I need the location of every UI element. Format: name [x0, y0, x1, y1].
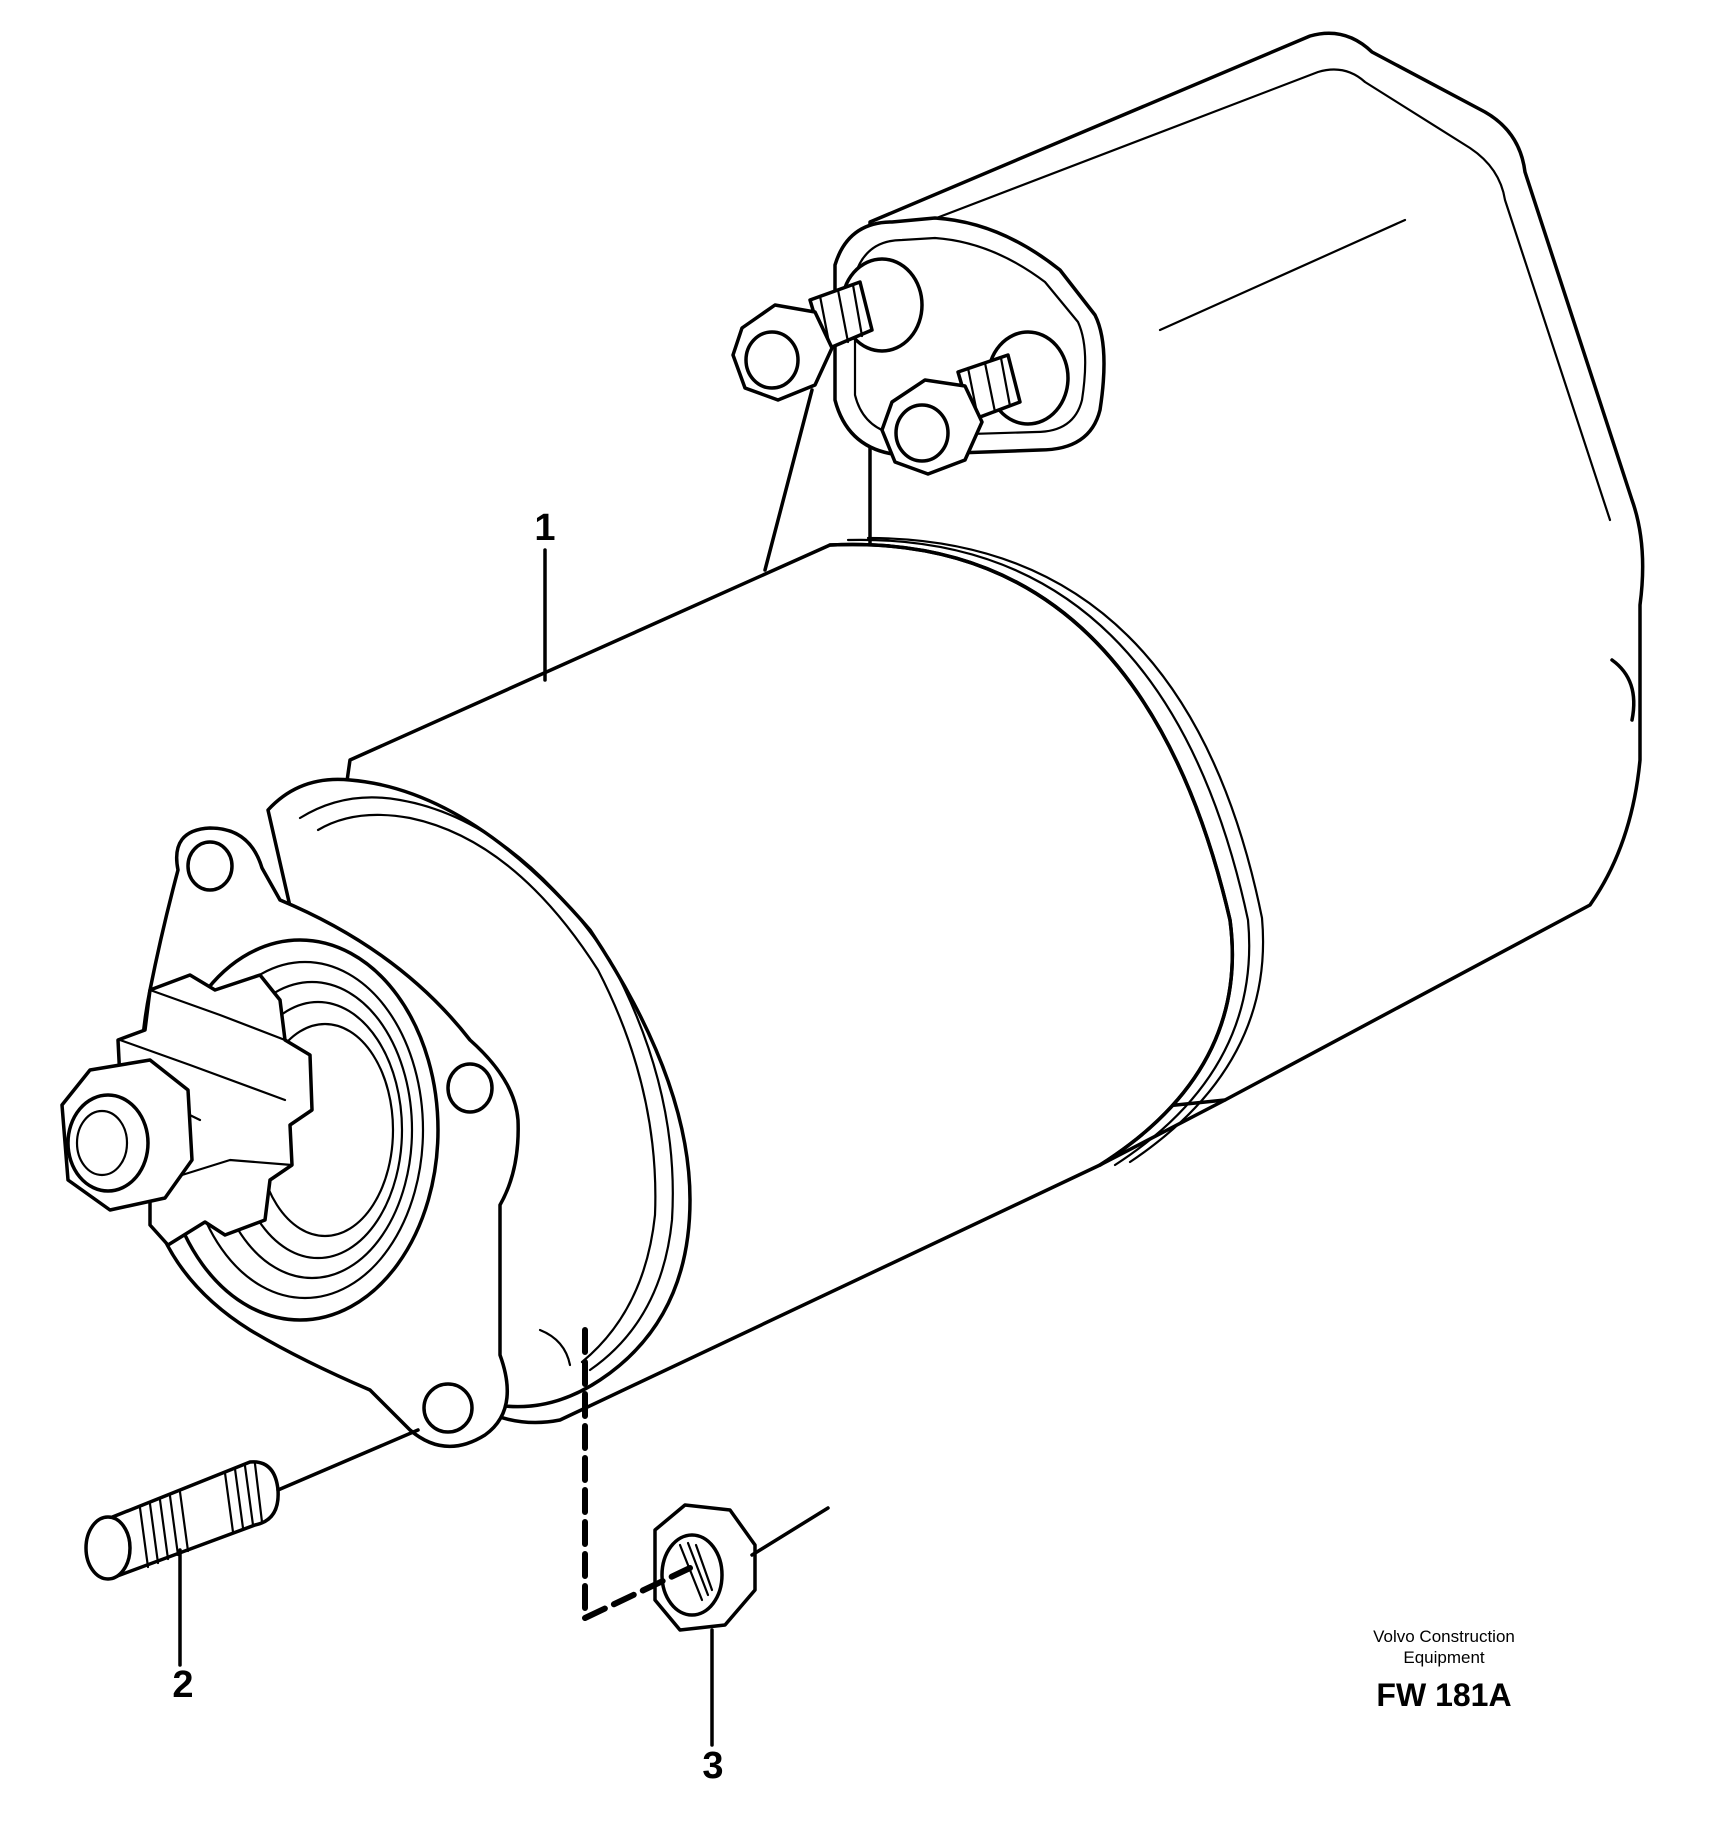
pinion-gear — [60, 973, 314, 1247]
callout-3: 3 — [702, 1745, 723, 1787]
figure-code: FW 181A — [1376, 1677, 1511, 1713]
nut-assembly-path — [582, 1327, 693, 1621]
terminal-nut-lower — [880, 353, 1022, 476]
credit-line-2: Equipment — [1403, 1648, 1485, 1667]
callout-2: 2 — [172, 1664, 193, 1706]
terminal-nut-upper — [731, 280, 874, 402]
credit-line-1: Volvo Construction — [1373, 1627, 1515, 1646]
stud — [84, 1428, 420, 1581]
nut — [653, 1503, 830, 1632]
callout-1: 1 — [534, 507, 555, 549]
